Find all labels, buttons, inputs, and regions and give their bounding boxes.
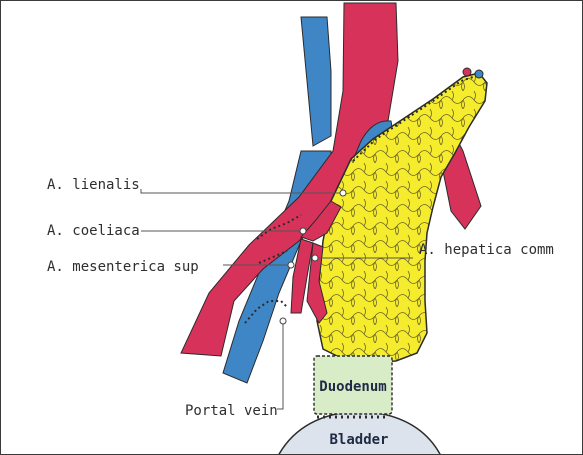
point-mesenterica [288, 262, 294, 268]
tail-vessel-blue [475, 70, 483, 78]
label-portal-vein: Portal vein [185, 403, 278, 419]
label-a-coeliaca: A. coeliaca [47, 223, 140, 239]
label-a-lienalis: A. lienalis [47, 177, 140, 193]
point-lienalis [340, 190, 346, 196]
leader-portal [277, 321, 283, 409]
label-a-mesenterica-sup: A. mesenterica sup [47, 259, 199, 275]
label-a-hepatica-comm: A. hepatica comm [419, 242, 554, 258]
point-portal [280, 318, 286, 324]
label-bladder: Bladder [329, 432, 388, 448]
point-hepatica [312, 255, 318, 261]
vein-upper [301, 17, 331, 146]
label-duodenum: Duodenum [319, 379, 386, 395]
point-coeliaca [300, 228, 306, 234]
tail-vessel-red [463, 68, 471, 76]
